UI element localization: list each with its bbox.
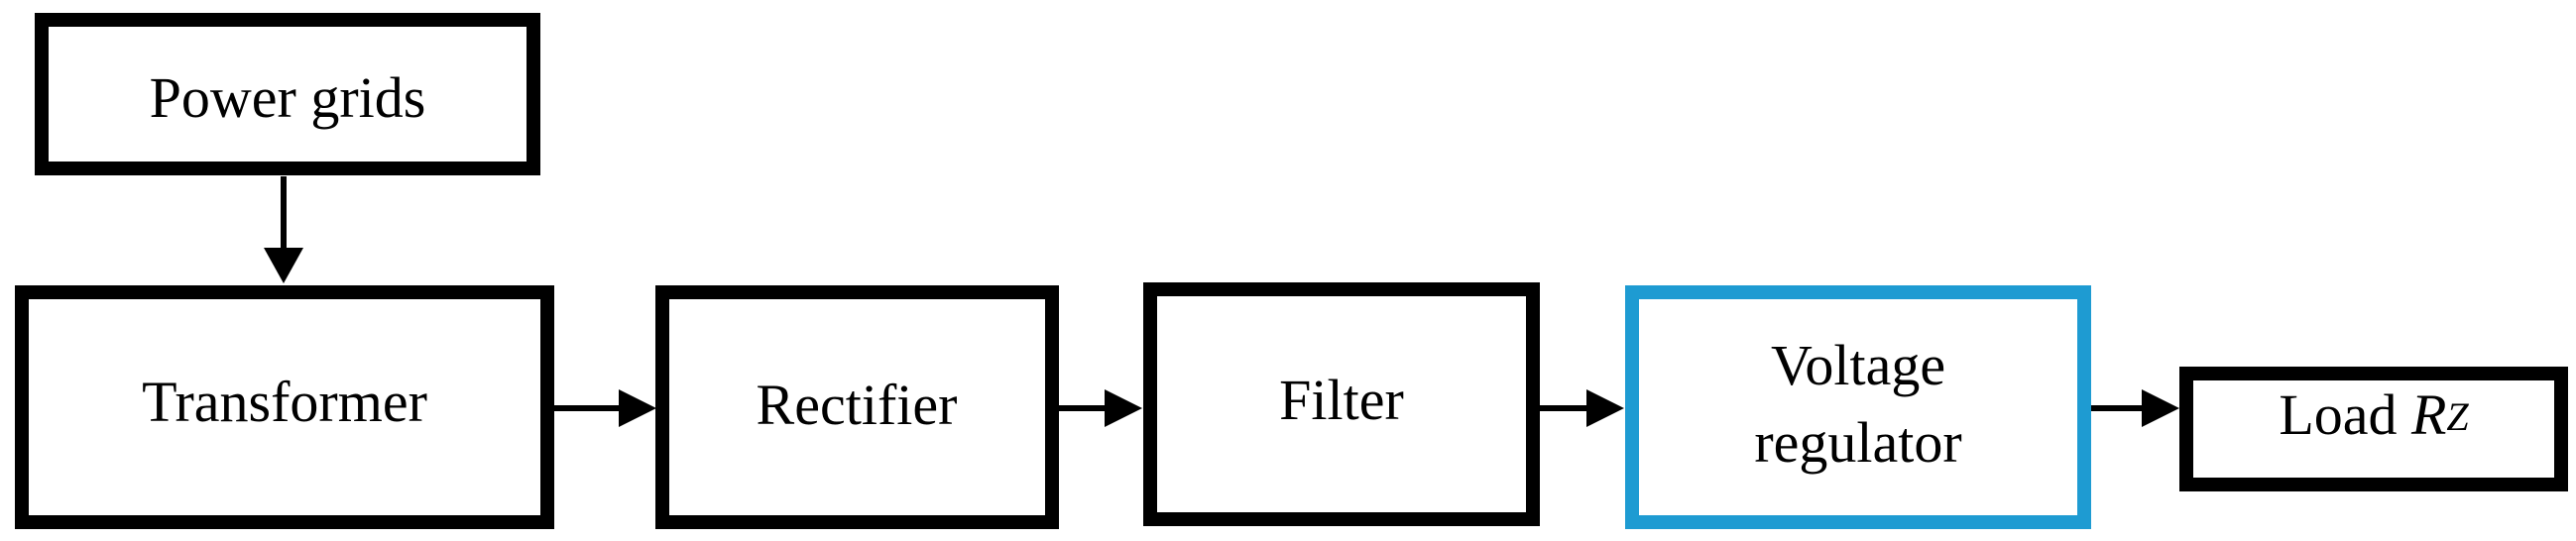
arrow-transformer-to-rectifier (554, 389, 656, 427)
power-grids-block: Power grids (35, 13, 540, 175)
transformer-label: Transformer (142, 370, 427, 434)
filter-block: Filter (1143, 282, 1540, 526)
load-block: Load RZ (2179, 367, 2568, 491)
rectifier-label: Rectifier (757, 373, 958, 437)
voltage-regulator-label-line2: regulator (1754, 410, 1961, 475)
arrow-power-to-transformer (264, 176, 303, 283)
arrow-filter-to-regulator (1540, 389, 1624, 427)
arrow-rectifier-to-filter (1059, 389, 1142, 427)
load-label: Load RZ (2279, 382, 2469, 447)
arrow-regulator-to-load (2091, 389, 2179, 427)
voltage-regulator-label-line1: Voltage (1771, 333, 1945, 397)
voltage-regulator-block: Voltage regulator (1625, 285, 2091, 529)
transformer-block: Transformer (15, 285, 554, 529)
filter-label: Filter (1279, 368, 1404, 432)
rectifier-block: Rectifier (655, 285, 1059, 529)
power-grids-label: Power grids (150, 65, 426, 130)
load-subscript: Z (2446, 394, 2469, 439)
load-symbol: R (2410, 382, 2446, 447)
load-text: Load (2279, 382, 2411, 447)
